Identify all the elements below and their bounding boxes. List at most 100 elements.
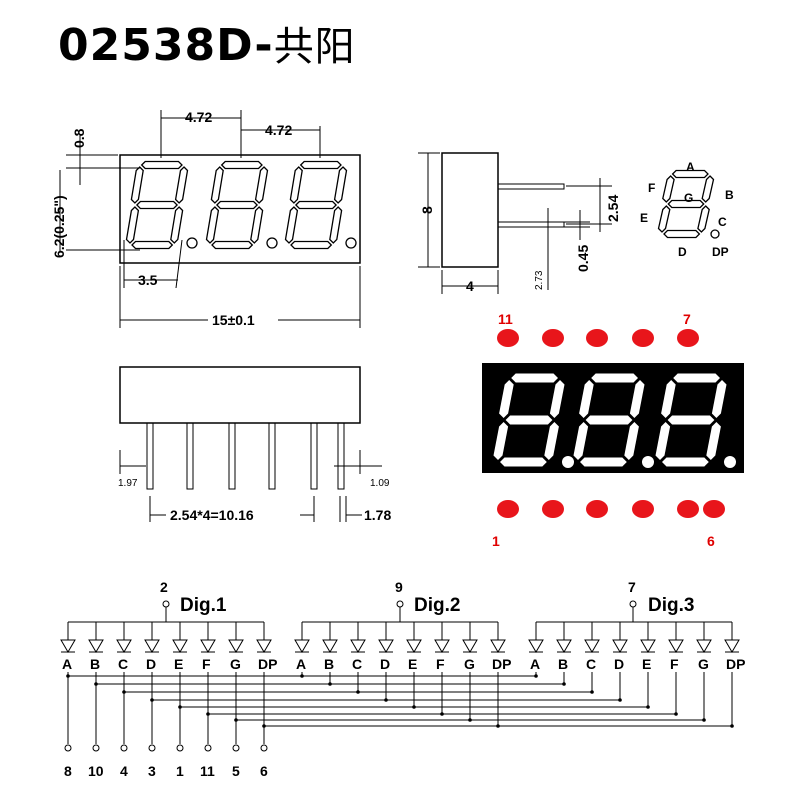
seg-width-ext-line-2 [175, 239, 183, 289]
diode-3-e [640, 639, 656, 653]
display-digit-3-segment-a [673, 373, 720, 383]
segment-label-1-dp: DP [258, 656, 277, 672]
bottom-view-pin-1 [146, 422, 154, 490]
bottom-view-pin-6 [337, 422, 345, 490]
legend-segment-d [663, 229, 701, 239]
bottom-view-pins [146, 422, 345, 490]
display-digit-1-dp [562, 456, 574, 468]
dim-pitch-total: 2.54*4=10.16 [170, 507, 254, 523]
segment-legend: A B C D E F G DP [640, 160, 734, 259]
segment-label-2-c: C [352, 656, 362, 672]
segment-label-1-g: G [230, 656, 241, 672]
display-digit-2-segment-b [629, 380, 645, 418]
title-common-anode: 共阳 [273, 24, 356, 70]
diode-1-b [88, 639, 104, 653]
segment-label-3-dp: DP [726, 656, 745, 672]
diode-2-e [406, 639, 422, 653]
segment-label-1-f: F [202, 656, 211, 672]
common-anode-terminal-3 [629, 600, 637, 608]
legend-label-dp: DP [712, 245, 729, 259]
pin-number-1: 1 [492, 533, 500, 549]
front-digit-2-dp [266, 237, 278, 249]
front-digit-1-segment-g [135, 200, 179, 210]
front-view-digits [125, 160, 357, 250]
display-digit-1-segment-b [549, 380, 565, 418]
junction-2-g [468, 718, 472, 722]
legend-segment-b [701, 175, 715, 203]
legend-segment-a [671, 169, 709, 179]
pin-number-6: 6 [707, 533, 715, 549]
display-digit-3-segment-g [667, 415, 715, 425]
diode-3-c [584, 639, 600, 653]
junction-2-d [384, 698, 388, 702]
junction-3-dp [730, 724, 734, 728]
diode-2-c [350, 639, 366, 653]
junction-3-a [534, 674, 538, 678]
segment-pin-number-a: 8 [64, 763, 72, 779]
segment-label-3-b: B [558, 656, 568, 672]
legend-label-b: B [725, 188, 734, 202]
segment-label-1-b: B [90, 656, 100, 672]
common-anode-terminal-1 [162, 600, 170, 608]
display-digit-2-segment-c [624, 422, 639, 460]
segment-label-2-a: A [296, 656, 306, 672]
dim-seg-width: 3.5 [138, 272, 158, 288]
junction-2-f [440, 712, 444, 716]
legend-segment-g [667, 199, 705, 209]
segment-label-3-a: A [530, 656, 540, 672]
segment-label-2-d: D [380, 656, 390, 672]
pin-marker-top-1 [497, 329, 519, 347]
display-digit-1-segment-a [511, 373, 558, 383]
legend-label-a: A [686, 160, 695, 174]
diode-3-g [696, 639, 712, 653]
front-digit-2-segment-c [250, 206, 264, 244]
display-digit-2-segment-a [591, 373, 638, 383]
dim-body-height: 8 [419, 206, 435, 214]
pin-marker-bottom-3 [586, 500, 608, 518]
display-digit-1-segment-e [493, 422, 509, 460]
junction-3-b [562, 682, 566, 686]
bottom-view-body [119, 366, 361, 424]
dim-pitch-2: 4.72 [265, 122, 292, 138]
front-digit-3-segment-a [299, 160, 342, 170]
pin-marker-bottom-4 [632, 500, 654, 518]
junction-3-g [702, 718, 706, 722]
front-digit-1-segment-a [140, 160, 183, 170]
dim-top-margin: 0.8 [71, 128, 87, 148]
display-digit-3-segment-f [661, 380, 676, 418]
pin-markers [497, 329, 725, 518]
pin-marker-bottom-6 [703, 500, 725, 518]
segment-pin-number-dp: 6 [260, 763, 268, 779]
front-view: 4.72 4.72 0.8 6.2(0.25") 3.5 15±0.1 [51, 109, 361, 328]
dim-right-offset: 1.09 [370, 478, 390, 489]
junction-2-e [412, 705, 416, 709]
front-digit-3-segment-c [329, 206, 343, 244]
segment-label-2-e: E [408, 656, 417, 672]
front-digit-2-segment-e [205, 206, 220, 244]
diode-3-f [668, 639, 684, 653]
segment-pin-terminal-g [232, 744, 240, 752]
segment-label-3-e: E [642, 656, 651, 672]
display-digit-3-dp [724, 456, 736, 468]
dim-left-offset: 1.97 [118, 478, 138, 489]
pin-marker-top-4 [632, 329, 654, 347]
diode-2-a [294, 639, 310, 653]
digit-name-1: Dig.1 [180, 595, 227, 616]
legend-dp [710, 229, 720, 239]
segment-label-3-c: C [586, 656, 596, 672]
diode-1-g [228, 639, 244, 653]
front-digit-1-segment-e [125, 206, 140, 244]
display-digit-2-segment-g [585, 415, 633, 425]
diode-1-dp [256, 639, 272, 653]
segment-label-3-d: D [614, 656, 624, 672]
legend-segment-f [662, 175, 675, 203]
segment-pin-terminal-b [92, 744, 100, 752]
diode-1-c [116, 639, 132, 653]
display-digit-2-segment-f [579, 380, 594, 418]
pin-marker-bottom-2 [542, 500, 564, 518]
segment-label-1-c: C [118, 656, 128, 672]
pin-marker-bottom-1 [497, 500, 519, 518]
